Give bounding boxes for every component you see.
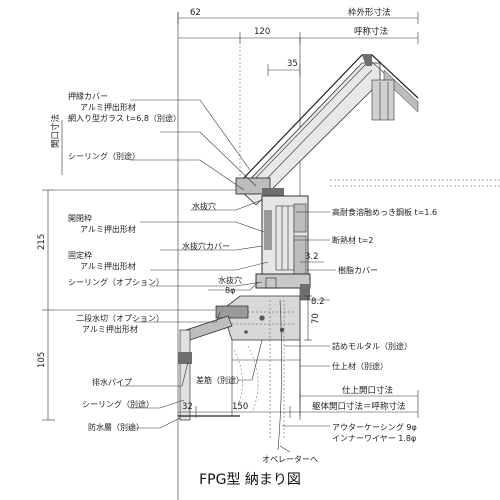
dim-3-2: 3.2: [305, 252, 319, 262]
label-alu-extrusion-4: アルミ押出形材: [82, 324, 138, 334]
curb-section: [178, 295, 301, 451]
dim-nominal: 呼称寸法: [354, 26, 388, 37]
dim-8-2: 8.2: [311, 297, 325, 307]
label-insulation: 断熱材 t=2: [332, 235, 373, 245]
dim-32: 32: [182, 402, 193, 412]
left-leader-lines: [120, 99, 269, 429]
label-sealing-option: シーリング（オプション）: [68, 277, 164, 287]
label-filler-mortar: 詰めモルタル（別途）: [332, 341, 412, 351]
label-drain-hole-1: 水抜穴: [192, 201, 216, 211]
label-drain-hole-2: 水抜穴: [218, 275, 242, 285]
label-drain-hole-2-size: 8φ: [225, 286, 235, 295]
dim-opening-vertical: 開口寸法: [50, 114, 61, 148]
right-small-dims: [300, 261, 330, 341]
label-fixed-frame: 固定枠: [68, 250, 92, 260]
left-dimension-lines: [42, 120, 240, 421]
label-finish-material: 仕上材（別途）: [332, 361, 388, 371]
label-rebar: 差筋（別途）: [196, 375, 244, 385]
label-opening-frame: 開閉枠: [68, 213, 92, 223]
label-alu-extrusion-2: アルミ押出形材: [80, 224, 136, 234]
label-inner-wire: インナーワイヤー 1.8φ: [332, 434, 416, 443]
dim-frame-outer: 枠外形寸法: [348, 7, 391, 18]
label-resin-cover: 樹脂カバー: [338, 265, 378, 275]
label-pressing-cover: 押縁カバー: [68, 91, 108, 101]
roof-slopes: [239, 54, 500, 206]
label-wired-glass: 網入り型ガラス t=6.8（別途）: [68, 113, 181, 123]
label-sealing-1: シーリング（別途）: [68, 151, 140, 161]
label-alu-extrusion-1: アルミ押出形材: [80, 102, 136, 112]
frame-assembly: [235, 177, 311, 300]
label-sealing-2: シーリング（別途）: [82, 399, 154, 409]
dim-70: 70: [311, 313, 321, 324]
label-drain-pipe: 排水パイプ: [92, 377, 132, 387]
dim-150: 150: [232, 402, 248, 412]
bottom-dimension-lines: [178, 390, 419, 418]
label-outer-casing: アウターケーシング 9φ: [332, 422, 417, 432]
label-waterproof-layer: 防水層（別途）: [88, 422, 144, 432]
right-leader-lines: [279, 211, 336, 453]
dim-105: 105: [37, 352, 47, 368]
dim-215: 215: [37, 234, 47, 250]
dim-62: 62: [190, 8, 201, 18]
label-drain-hole-cover: 水抜穴カバー: [182, 241, 230, 251]
dim-frame-opening-nominal: 躯体開口寸法＝呼称寸法: [312, 401, 406, 412]
dim-35: 35: [287, 59, 298, 69]
label-two-step-drip: 二段水切（オプション）: [76, 313, 164, 323]
dim-120: 120: [254, 27, 270, 37]
label-alu-extrusion-3: アルミ押出形材: [80, 261, 136, 271]
label-to-operator: オペレーターへ: [262, 455, 318, 464]
diagram-caption: FPG型 納まり図: [199, 472, 301, 488]
dim-finished-opening: 仕上開口寸法: [342, 385, 393, 396]
label-steel-sheet: 高耐食溶融めっき鋼板 t=1.6: [332, 207, 437, 217]
